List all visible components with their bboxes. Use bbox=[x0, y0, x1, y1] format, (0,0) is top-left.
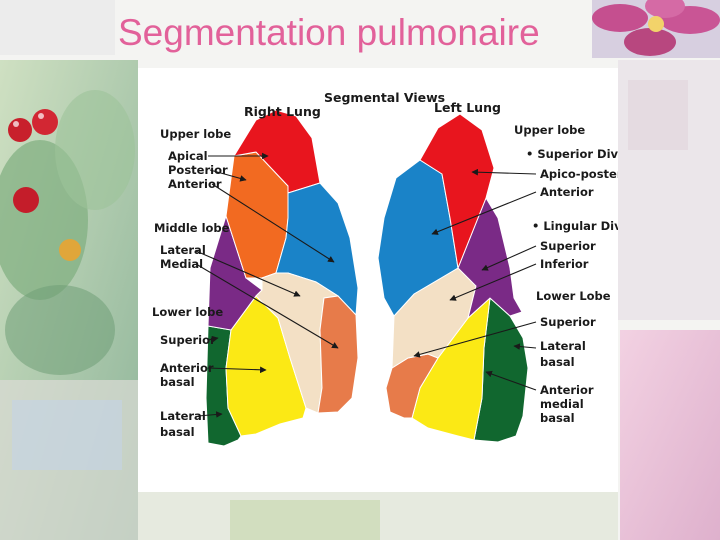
label-left-anterior-medial-basal-2: medial bbox=[540, 397, 584, 411]
pointer-left-apico-posterior bbox=[471, 168, 537, 176]
pointer-lines bbox=[195, 152, 537, 418]
left-lung-title: Left Lung bbox=[434, 100, 501, 115]
pointer-left-lateral-basal bbox=[513, 343, 537, 350]
diagram-heading: Segmental Views bbox=[324, 90, 445, 105]
label-right-middle-lobe: Middle lobe bbox=[154, 221, 230, 235]
lung-segments-diagram: Segmental Views Right Lung Left Lung Upp… bbox=[152, 90, 618, 447]
label-left-superior-division: • Superior Division bbox=[526, 147, 618, 161]
pointer-left-anterior bbox=[431, 191, 537, 235]
label-right-anterior-basal-2: basal bbox=[160, 375, 195, 389]
label-left-anterior-medial-basal-3: basal bbox=[540, 411, 575, 425]
pointer-left-superior bbox=[481, 245, 537, 271]
segment-right-apical bbox=[232, 109, 321, 194]
label-left-upper-lobe: Upper lobe bbox=[514, 123, 585, 137]
label-right-superior: Superior bbox=[160, 333, 216, 347]
label-right-lateral-basal-1: Lateral bbox=[160, 409, 206, 423]
label-right-anterior: Anterior bbox=[168, 177, 222, 191]
left-lung-labels: Upper lobe • Superior Division Apico-pos… bbox=[514, 123, 618, 425]
label-right-medial: Medial bbox=[160, 257, 203, 271]
segment-left-apico-posterior bbox=[419, 113, 495, 270]
pointer-right-anterior-basal bbox=[207, 366, 267, 374]
diagram-panel: Segmental Views Right Lung Left Lung Upp… bbox=[138, 68, 618, 492]
right-lung-title: Right Lung bbox=[244, 104, 321, 119]
pointer-right-medial bbox=[195, 263, 339, 349]
label-left-lateral-basal-1: Lateral bbox=[540, 339, 586, 353]
label-left-apico-posterior: Apico-posterior bbox=[540, 167, 618, 181]
label-left-superior: Superior bbox=[540, 239, 596, 253]
label-left-inferior: Inferior bbox=[540, 257, 589, 271]
pointer-left-inferior bbox=[449, 263, 537, 301]
pointer-right-lateral-basal bbox=[197, 411, 223, 418]
label-right-upper-lobe: Upper lobe bbox=[160, 127, 231, 141]
heading-labels: Segmental Views Right Lung Left Lung bbox=[244, 90, 501, 119]
label-left-lingular-division: • Lingular Division bbox=[532, 219, 618, 233]
berries-decoration bbox=[8, 109, 81, 261]
label-right-lower-lobe: Lower lobe bbox=[152, 305, 223, 319]
label-right-lateral-basal-2: basal bbox=[160, 425, 195, 439]
label-right-anterior-basal-1: Anterior bbox=[160, 361, 214, 375]
pointer-right-lateral bbox=[195, 250, 301, 297]
label-right-apical: Apical bbox=[168, 149, 208, 163]
pointer-right-posterior bbox=[209, 169, 247, 182]
pointer-left-lower-superior bbox=[413, 321, 537, 358]
label-left-lower-superior: Superior bbox=[540, 315, 596, 329]
segment-right-lateral bbox=[317, 295, 359, 414]
right-lung-labels: Upper lobe Apical Posterior Anterior Mid… bbox=[152, 127, 231, 439]
slide-title: Segmentation pulmonaire bbox=[118, 12, 540, 53]
pointer-right-superior bbox=[207, 335, 219, 343]
label-left-lateral-basal-2: basal bbox=[540, 355, 575, 369]
left-lung bbox=[377, 113, 529, 443]
label-left-lower-lobe: Lower Lobe bbox=[536, 289, 611, 303]
pointer-right-anterior bbox=[211, 183, 335, 263]
right-lung bbox=[205, 109, 359, 447]
label-right-posterior: Posterior bbox=[168, 163, 228, 177]
segment-right-middle-lobe bbox=[207, 214, 263, 331]
flower-decoration bbox=[592, 0, 720, 56]
label-left-anterior: Anterior bbox=[540, 185, 594, 199]
label-right-lateral: Lateral bbox=[160, 243, 206, 257]
pointer-left-anterior-medial-basal bbox=[485, 370, 537, 391]
label-left-anterior-medial-basal-1: Anterior bbox=[540, 383, 594, 397]
